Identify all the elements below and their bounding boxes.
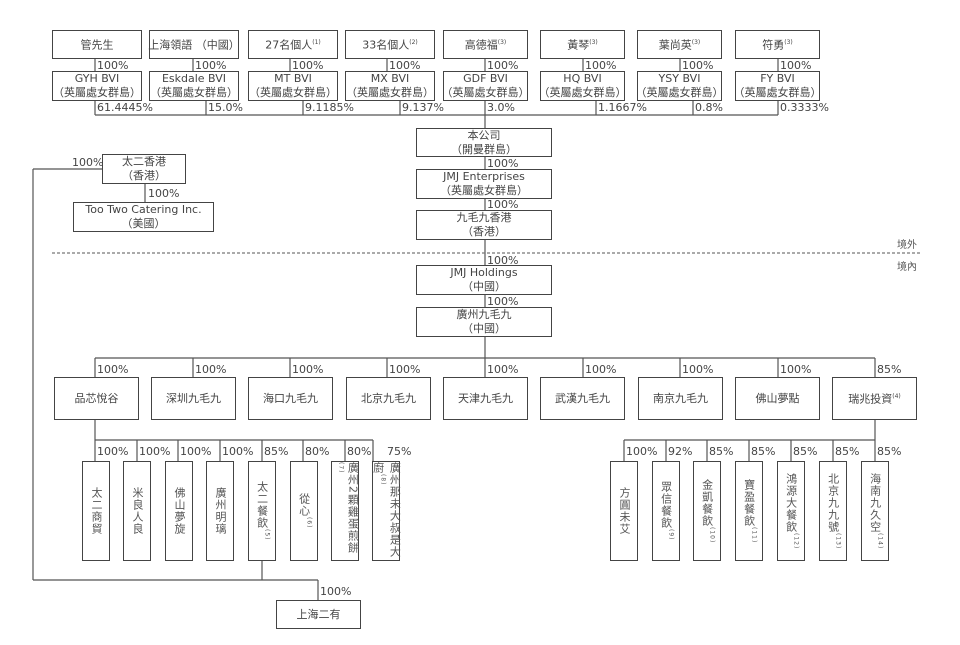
ruizhao-sub-box: 鴻源大餐飲(12) — [777, 461, 805, 561]
subsidiary-box: 瑞兆投資(4) — [832, 377, 917, 420]
pct-label: 85% — [877, 363, 902, 376]
pct-label: 80% — [347, 445, 372, 458]
offshore-label: 境外 — [897, 240, 917, 251]
ruizhao-sub-box: 海南九久空(14) — [861, 461, 889, 561]
subsidiary-box: 佛山夢點 — [735, 377, 820, 420]
pct-label: 75% — [387, 445, 412, 458]
pct-label: 100% — [682, 363, 714, 376]
pct-label: 100% — [487, 59, 519, 72]
pinxin-sub-box: 太二商貿 — [82, 461, 110, 561]
bvi-box: MX BVI（英屬處女群島） — [345, 71, 435, 101]
pct-label: 100% — [585, 59, 617, 72]
pct-label: 100% — [487, 157, 519, 170]
ruizhao-sub-box: 金凱餐飲(10) — [693, 461, 721, 561]
pct-label: 100% — [487, 363, 519, 376]
pinxin-sub-box: 米良人良 — [123, 461, 151, 561]
pct-label: 100% — [195, 59, 227, 72]
pinxin-sub-box: 廣州那未大叔是大廚(8) — [372, 461, 401, 561]
onshore-label: 境內 — [897, 262, 917, 273]
pct-label: 100% — [487, 295, 519, 308]
pct-label: 100% — [320, 585, 352, 598]
subsidiary-box: 武漢九毛九 — [540, 377, 625, 420]
company-box: 本公司（開曼群島） — [416, 128, 552, 157]
bvi-box: YSY BVI（英屬處女群島） — [635, 71, 724, 101]
pct-label: 100% — [222, 445, 254, 458]
bvi-box: HQ BVI（英屬處女群島） — [538, 71, 627, 101]
pct-label: 100% — [626, 445, 658, 458]
subsidiary-box: 深圳九毛九 — [151, 377, 236, 420]
pct-label: 100% — [97, 363, 129, 376]
stake-label: 0.3333% — [780, 101, 829, 114]
stake-label: 9.137% — [402, 101, 444, 114]
pct-label: 100% — [780, 59, 812, 72]
pct-label: 100% — [97, 59, 129, 72]
owner-box: 葉尚英(3) — [637, 30, 722, 59]
pct-label: 85% — [793, 445, 818, 458]
subsidiary-box: 品芯悅谷 — [54, 377, 139, 420]
pct-label: 100% — [292, 363, 324, 376]
pct-label: 100% — [780, 363, 812, 376]
ruizhao-sub-box: 眾信餐飲(9) — [652, 461, 680, 561]
pct-label: 85% — [751, 445, 776, 458]
pct-label: 100% — [487, 254, 519, 267]
subsidiary-box: 北京九毛九 — [346, 377, 431, 420]
owner-box: 黃琴(3) — [540, 30, 625, 59]
too-two-box: Too Two Catering Inc.（美國） — [73, 202, 214, 232]
pct-label: 100% — [585, 363, 617, 376]
taier-hk-box: 太二香港（香港） — [102, 154, 186, 184]
ruizhao-sub-box: 北京九九號(13) — [819, 461, 847, 561]
pct-label: 100% — [72, 156, 104, 169]
pct-label: 100% — [180, 445, 212, 458]
stake-label: 9.1185% — [305, 101, 354, 114]
pct-label: 100% — [682, 59, 714, 72]
owner-box: 符勇(3) — [735, 30, 820, 59]
subsidiary-box: 海口九毛九 — [248, 377, 333, 420]
pct-label: 100% — [148, 187, 180, 200]
pinxin-sub-box: 廣州2顆雞蛋煎餅(7) — [331, 461, 359, 561]
owner-box: 33名個人(2) — [345, 30, 435, 59]
jmj-enterprises-box: JMJ Enterprises（英屬處女群島） — [416, 169, 552, 199]
bvi-box: Eskdale BVI（英屬處女群島） — [149, 71, 239, 101]
owner-box: 上海領語 （中國） — [148, 30, 240, 59]
pct-label: 100% — [389, 59, 421, 72]
bvi-box: GDF BVI（英屬處女群島） — [441, 71, 530, 101]
owner-box: 高德福(3) — [443, 30, 528, 59]
subsidiary-box: 天津九毛九 — [443, 377, 528, 420]
pinxin-sub-box: 佛山夢旋 — [165, 461, 193, 561]
pinxin-sub-box: 太二餐飲(5) — [248, 461, 276, 561]
pct-label: 85% — [709, 445, 734, 458]
ruizhao-sub-box: 寶盈餐飲(11) — [735, 461, 763, 561]
gz-jmj-box: 廣州九毛九（中國） — [416, 307, 552, 337]
pct-label: 100% — [97, 445, 129, 458]
pct-label: 100% — [487, 198, 519, 211]
pct-label: 85% — [877, 445, 902, 458]
stake-label: 1.1667% — [598, 101, 647, 114]
subsidiary-box: 南京九毛九 — [638, 377, 723, 420]
owner-box: 管先生 — [52, 30, 142, 59]
pct-label: 85% — [264, 445, 289, 458]
jmj-holdings-box: JMJ Holdings（中國） — [416, 265, 552, 295]
pct-label: 92% — [668, 445, 693, 458]
pinxin-sub-box: 廣州明璃 — [206, 461, 234, 561]
ruizhao-sub-box: 方圓未艾 — [610, 461, 638, 561]
stake-label: 3.0% — [487, 101, 515, 114]
stake-label: 0.8% — [695, 101, 723, 114]
pct-label: 100% — [389, 363, 421, 376]
jmm-hk-box: 九毛九香港（香港） — [416, 210, 552, 240]
owner-box: 27名個人(1) — [248, 30, 338, 59]
stake-label: 15.0% — [208, 101, 243, 114]
bvi-box: MT BVI（英屬處女群島） — [248, 71, 338, 101]
pct-label: 100% — [195, 363, 227, 376]
pct-label: 85% — [835, 445, 860, 458]
bvi-box: GYH BVI（英屬處女群島） — [52, 71, 142, 101]
pinxin-sub-box: 從心(6) — [290, 461, 318, 561]
pct-label: 80% — [305, 445, 330, 458]
shanghai-erhe-box: 上海二有 — [276, 600, 361, 629]
bvi-box: FY BVI（英屬處女群島） — [733, 71, 822, 101]
pct-label: 100% — [292, 59, 324, 72]
pct-label: 100% — [139, 445, 171, 458]
stake-label: 61.4445% — [97, 101, 153, 114]
